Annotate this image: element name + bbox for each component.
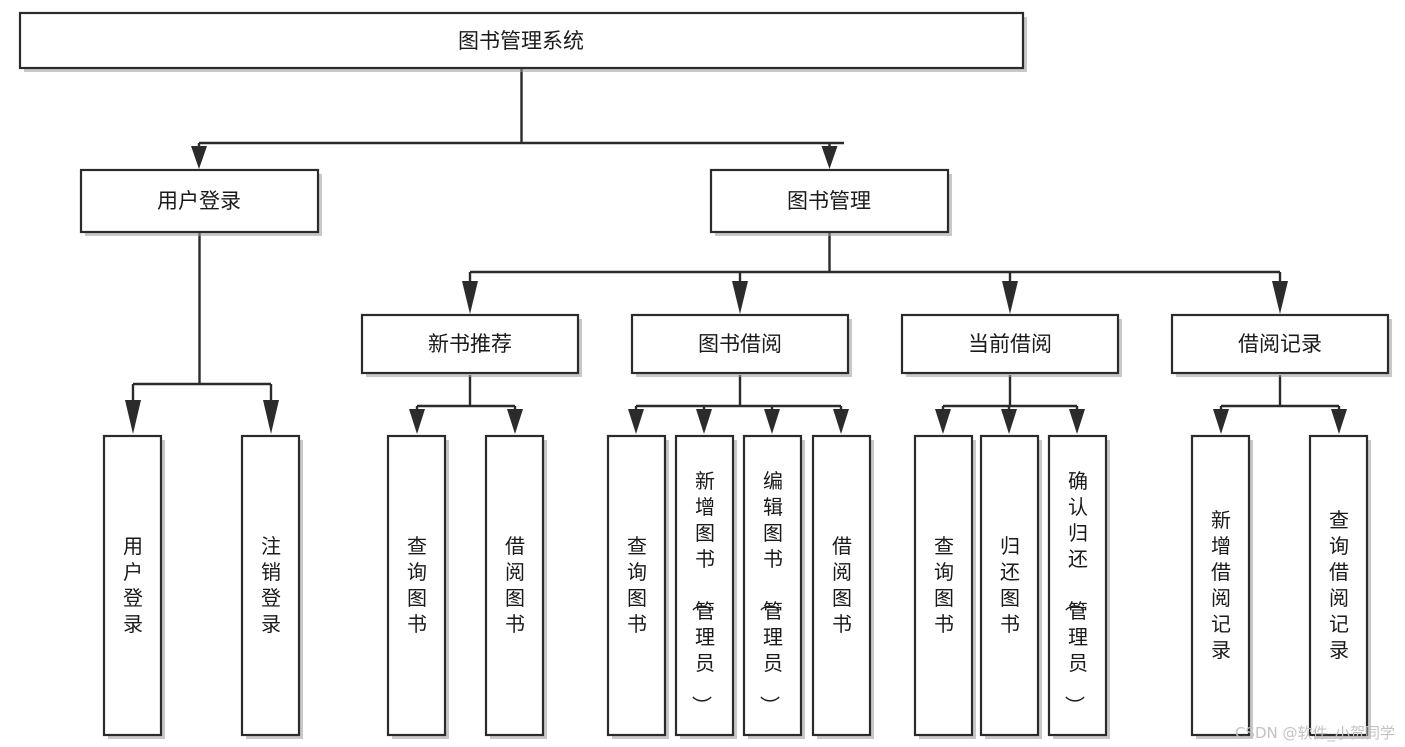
arrow-to-leaf-add-book [696, 409, 712, 434]
node-borrow-record[interactable]: 借阅记录 [1170, 313, 1392, 377]
leaf-edit-book-box [742, 434, 803, 737]
arrow-to-leaf-query-book-2 [628, 409, 644, 434]
leaf-borrow-book-2[interactable]: 借阅图书 [811, 434, 874, 739]
current-borrow-label: 当前借阅 [968, 332, 1052, 356]
new-book-recommend-label: 新书推荐 [428, 332, 512, 356]
arrow-to-new-book-recommend [462, 281, 478, 314]
new-book-recommend-box [360, 313, 580, 375]
book-borrow-label: 图书借阅 [698, 332, 782, 356]
leaf-borrow-book-1[interactable]: 借阅图书 [484, 434, 547, 739]
leaf-confirm-return-label: 确认归还（管理员） [1063, 469, 1088, 716]
arrow-to-borrow-record [1272, 281, 1288, 314]
arrow-to-leaf-query-book-1 [409, 409, 425, 434]
arrow-to-leaf-return-book [1001, 409, 1017, 434]
arrow-to-leaf-query-record [1331, 409, 1347, 434]
leaf-user-login[interactable]: 用户登录 [102, 434, 165, 739]
current-borrow-box [900, 313, 1120, 375]
arrow-to-leaf-query-book-3 [935, 409, 951, 434]
leaf-query-record[interactable]: 查询借阅记录 [1308, 434, 1371, 739]
leaf-borrow-book-1-box [484, 434, 545, 737]
leaf-query-book-2-box [606, 434, 667, 737]
arrow-to-leaf-user-logout [263, 400, 279, 434]
leaf-edit-book[interactable]: 编辑图书（管理员） [742, 434, 805, 739]
arrow-to-current-borrow [1002, 281, 1018, 314]
leaf-query-book-3-label: 查询图书 [934, 534, 954, 636]
leaf-return-book[interactable]: 归还图书 [979, 434, 1042, 739]
leaf-add-book-label: 新增图书（管理员） [690, 469, 715, 716]
borrow-record-box [1170, 313, 1390, 375]
book-borrow-box [630, 313, 850, 375]
leaf-user-logout-label: 注销登录 [261, 534, 281, 636]
leaf-return-book-label: 归还图书 [1000, 534, 1020, 636]
leaf-add-record-box [1190, 434, 1251, 737]
leaf-user-login-box [102, 434, 163, 737]
user-login-label: 用户登录 [157, 189, 241, 213]
arrow-to-leaf-add-record [1213, 409, 1229, 434]
root-label: 图书管理系统 [458, 29, 584, 53]
book-management-box [709, 168, 950, 234]
leaf-user-login-label: 用户登录 [123, 534, 143, 636]
node-root[interactable]: 图书管理系统 [18, 11, 1027, 72]
leaf-borrow-book-2-label: 借阅图书 [832, 534, 852, 636]
arrow-root-to-user-login [191, 146, 207, 169]
leaf-add-book-box [674, 434, 735, 737]
node-new-book-recommend[interactable]: 新书推荐 [360, 313, 582, 377]
leaf-add-record[interactable]: 新增借阅记录 [1190, 434, 1253, 739]
leaf-user-logout-box [240, 434, 301, 737]
connector-layer [125, 69, 1347, 434]
leaf-confirm-return[interactable]: 确认归还（管理员） [1047, 434, 1110, 739]
leaf-query-book-3[interactable]: 查询图书 [913, 434, 976, 739]
leaf-query-book-1[interactable]: 查询图书 [386, 434, 449, 739]
leaf-query-book-2[interactable]: 查询图书 [606, 434, 669, 739]
arrow-to-leaf-edit-book [764, 409, 780, 434]
node-user-login[interactable]: 用户登录 [79, 168, 322, 236]
arrow-to-leaf-user-login [125, 400, 141, 434]
leaf-add-book[interactable]: 新增图书（管理员） [674, 434, 737, 739]
leaf-return-book-box [979, 434, 1040, 737]
leaf-query-record-box [1308, 434, 1369, 737]
leaf-query-book-3-box [913, 434, 974, 737]
borrow-record-label: 借阅记录 [1238, 332, 1322, 356]
leaf-add-record-label: 新增借阅记录 [1211, 508, 1231, 662]
leaf-borrow-book-1-label: 借阅图书 [505, 534, 525, 636]
leaf-edit-book-label: 编辑图书（管理员） [758, 469, 783, 716]
arrow-to-book-borrow [732, 281, 748, 314]
book-management-label: 图书管理 [787, 189, 871, 213]
leaf-user-logout[interactable]: 注销登录 [240, 434, 303, 739]
leaf-confirm-return-box [1047, 434, 1108, 737]
leaf-query-book-1-label: 查询图书 [407, 534, 427, 636]
arrow-root-to-book-management [821, 146, 838, 169]
user-login-box [79, 168, 320, 234]
leaf-query-record-label: 查询借阅记录 [1329, 508, 1349, 662]
node-current-borrow[interactable]: 当前借阅 [900, 313, 1122, 377]
arrow-to-leaf-borrow-book-1 [507, 409, 523, 434]
node-book-borrow[interactable]: 图书借阅 [630, 313, 852, 377]
leaf-query-book-1-box [386, 434, 447, 737]
leaf-borrow-book-2-box [811, 434, 872, 737]
arrow-to-leaf-borrow-book-2 [833, 409, 849, 434]
arrow-to-leaf-confirm-return [1069, 409, 1085, 434]
node-book-management[interactable]: 图书管理 [709, 168, 952, 236]
leaf-query-book-2-label: 查询图书 [627, 534, 647, 636]
root-box [18, 11, 1025, 70]
